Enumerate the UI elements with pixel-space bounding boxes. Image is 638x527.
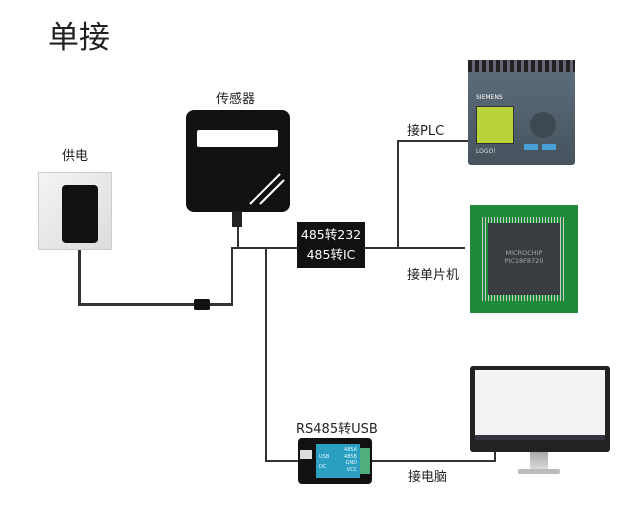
chip-brand: MICROCHIP bbox=[505, 249, 543, 257]
usb-converter-label: RS485转USB bbox=[296, 422, 378, 437]
bus-line bbox=[231, 247, 298, 249]
cable-connector bbox=[194, 299, 210, 310]
terminal-block bbox=[360, 448, 370, 474]
microchip-ic: MICROCHIP PIC18F8720 bbox=[488, 223, 560, 295]
terminal-label: VCC bbox=[346, 466, 357, 473]
monitor-stand bbox=[530, 452, 548, 470]
computer-label: 接电脑 bbox=[408, 470, 448, 485]
converter-box: 485转232 485转IC bbox=[297, 222, 365, 268]
terminal-label: 485A bbox=[344, 447, 357, 453]
plc-lcd bbox=[476, 106, 514, 144]
power-cable bbox=[78, 303, 233, 306]
plc-device: SIEMENS LOGO! bbox=[468, 60, 575, 165]
sensor-device bbox=[186, 110, 290, 212]
power-cable bbox=[231, 248, 233, 306]
converter-label-232: 485转232 bbox=[300, 227, 362, 242]
usb-line bbox=[265, 248, 267, 462]
plc-model: LOGO! bbox=[476, 148, 496, 155]
taskbar bbox=[475, 435, 605, 440]
terminal-label: GND bbox=[345, 460, 357, 466]
sensor-connector bbox=[232, 211, 242, 227]
plc-terminals bbox=[468, 60, 575, 72]
usb-line bbox=[265, 460, 299, 462]
glare-icon bbox=[249, 173, 285, 205]
plc-keypad bbox=[530, 112, 556, 138]
dc-port-label: DC bbox=[319, 464, 327, 470]
plc-button bbox=[524, 144, 538, 150]
plc-brand: SIEMENS bbox=[476, 94, 503, 101]
pcb-board: MICROCHIP PIC18F8720 bbox=[470, 205, 578, 313]
mcu-line bbox=[397, 247, 465, 249]
monitor-base bbox=[518, 469, 560, 474]
usb-port bbox=[300, 450, 312, 459]
usb-port-label: USB bbox=[319, 454, 330, 460]
wall-socket bbox=[38, 172, 112, 250]
power-label: 供电 bbox=[62, 149, 89, 164]
bus-line bbox=[365, 247, 399, 249]
sensor-display bbox=[197, 130, 278, 147]
mcu-label: 接单片机 bbox=[407, 268, 460, 283]
monitor-screen bbox=[475, 370, 605, 440]
converter-label-ic: 485转IC bbox=[306, 247, 356, 262]
page-title: 单接 bbox=[48, 20, 110, 56]
chip-model: PIC18F8720 bbox=[504, 257, 544, 265]
bus-line bbox=[397, 140, 399, 249]
usb-module-face: USB DC 485A 485B GND VCC bbox=[316, 444, 360, 478]
usb-converter-device: USB DC 485A 485B GND VCC bbox=[298, 438, 372, 484]
pc-line bbox=[372, 460, 496, 462]
plc-label: 接PLC bbox=[407, 124, 445, 139]
power-cable bbox=[78, 240, 81, 306]
sensor-label: 传感器 bbox=[216, 92, 256, 107]
monitor bbox=[470, 366, 610, 452]
power-adapter bbox=[62, 185, 98, 243]
pc-line bbox=[494, 448, 496, 462]
terminal-label: 485B bbox=[344, 453, 357, 460]
plc-button bbox=[542, 144, 556, 150]
plc-line bbox=[397, 140, 469, 142]
sensor-cable bbox=[237, 226, 239, 248]
